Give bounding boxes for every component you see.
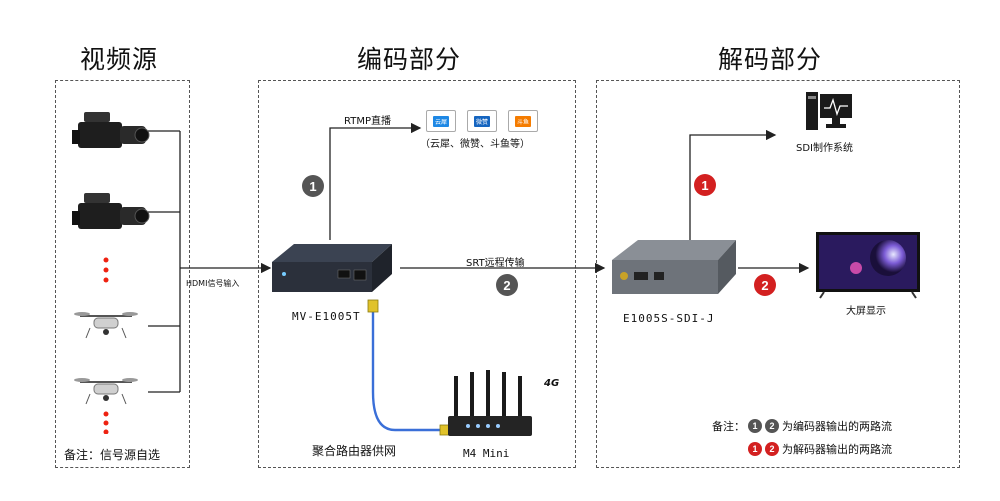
more-dots-icon — [103, 411, 109, 434]
legend-decoder-row: 1 2 为解码器输出的两路流 — [748, 441, 892, 457]
decoder-device-icon — [612, 240, 736, 294]
big-screen-icon — [816, 232, 920, 299]
platforms-label: （云犀、微赞、斗鱼等） — [420, 139, 530, 150]
legend-decoder-text: 为解码器输出的两路流 — [782, 443, 892, 456]
more-dots-icon — [103, 257, 109, 283]
legend-encoder-row: 备注： 1 2 为编码器输出的两路流 — [712, 418, 892, 434]
legend-encoder-text: 为编码器输出的两路流 — [782, 420, 892, 433]
decoder-model-label: E1005S-SDI-J — [623, 312, 715, 325]
encode-section-title: 编码部分 — [357, 45, 462, 74]
legend-red-badge-1: 1 — [748, 442, 762, 456]
platform-logo-weizan: 微赞 — [467, 110, 497, 132]
srt-transfer-label: SRT远程传输 — [466, 258, 525, 269]
sdi-workstation-icon — [806, 92, 852, 130]
router-model-label: M4 Mini — [463, 447, 510, 460]
router-device-icon — [448, 370, 532, 436]
legend-red-badge-2: 2 — [765, 442, 779, 456]
source-section-title: 视频源 — [80, 45, 159, 74]
legend-dark-badge-1: 1 — [748, 419, 762, 433]
encoder-device-icon — [272, 244, 392, 292]
encode-section-box — [258, 80, 576, 468]
drone-icon — [74, 312, 138, 339]
platform-logo-yunxi: 云犀 — [426, 110, 456, 132]
source-note: 备注：信号源自选 — [64, 448, 161, 462]
decode-section-title: 解码部分 — [718, 45, 823, 74]
encoder-stream-2-badge: 2 — [496, 274, 518, 296]
legend-prefix: 备注： — [712, 420, 745, 433]
encoder-model-label: MV-E1005T — [292, 310, 361, 323]
source-section-box — [55, 80, 190, 468]
decoder-stream-2-badge: 2 — [754, 274, 776, 296]
legend-dark-badge-2: 2 — [765, 419, 779, 433]
drone-icon — [74, 378, 138, 405]
platform-logo-douyu: 斗鱼 — [508, 110, 538, 132]
big-screen-label: 大屏显示 — [846, 306, 886, 317]
decode-section-box — [596, 80, 960, 468]
router-supply-label: 聚合路由器供网 — [312, 444, 397, 458]
encoder-stream-1-badge: 1 — [302, 175, 324, 197]
rtmp-live-label: RTMP直播 — [344, 116, 391, 127]
decoder-stream-1-badge: 1 — [694, 174, 716, 196]
hdmi-input-label: HDMI信号输入 — [186, 279, 240, 288]
router-4g-badge: 4G — [544, 378, 560, 389]
camera-icon — [72, 112, 150, 148]
sdi-system-label: SDI制作系统 — [796, 143, 853, 154]
camera-icon — [72, 193, 150, 229]
